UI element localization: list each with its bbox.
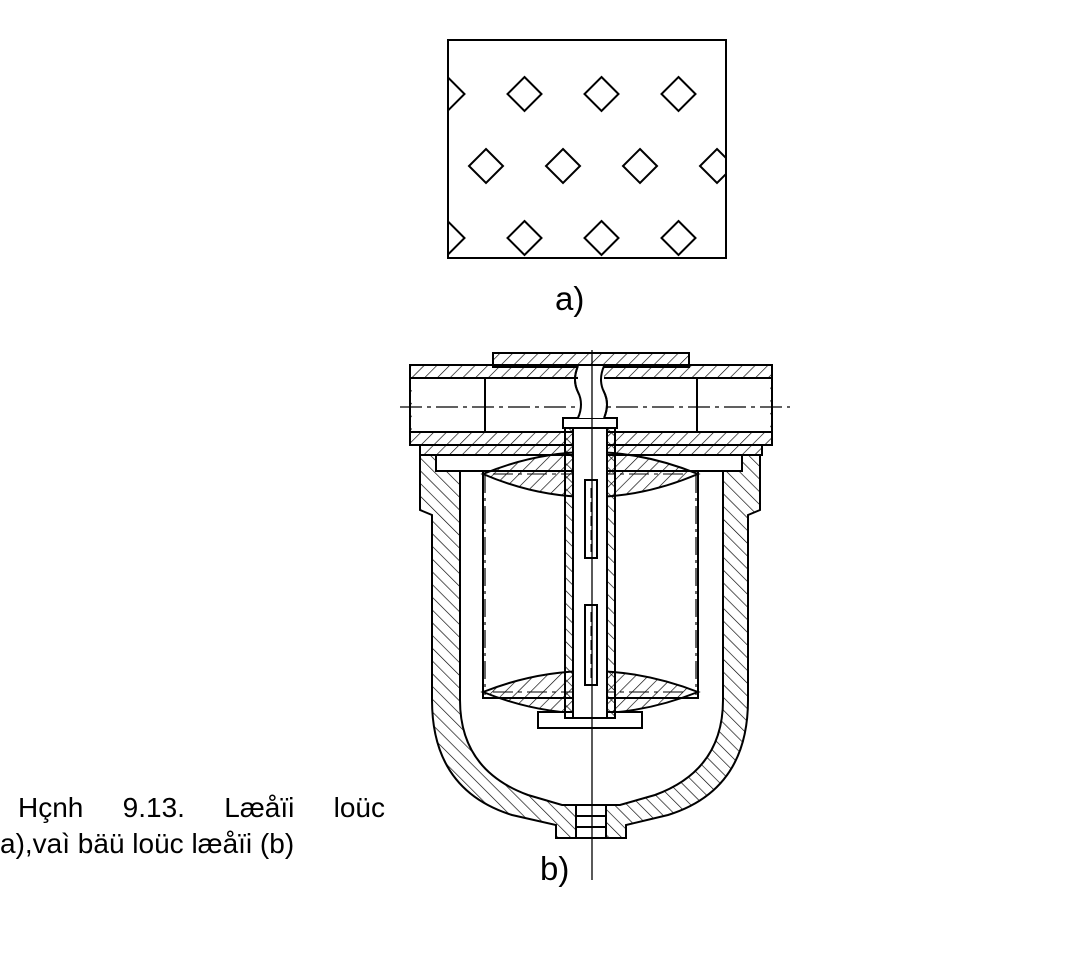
mesh-hole <box>639 40 641 41</box>
mesh-hole <box>467 147 505 185</box>
mesh-hole <box>392 149 426 183</box>
mesh-hole <box>716 40 718 41</box>
mesh-hole <box>739 221 773 255</box>
mesh-hole <box>893 77 927 111</box>
mesh-hole <box>506 219 543 257</box>
mesh-hole <box>816 77 850 111</box>
mesh-hole <box>854 293 888 327</box>
mesh-hole <box>583 219 620 257</box>
mesh-hole <box>660 75 697 113</box>
mesh-hole <box>562 40 564 41</box>
mesh-hole <box>700 293 734 327</box>
mesh-hole <box>506 75 543 113</box>
figure-caption: Hçnh 9.13. Læåïi loüc a),vaì bäü loüc læ… <box>0 790 385 862</box>
mesh-hole <box>469 293 503 327</box>
mesh-hole <box>660 219 697 257</box>
mesh-hole <box>816 221 850 255</box>
filter-assembly <box>400 350 790 880</box>
mesh-hole <box>544 147 582 185</box>
mesh-hole <box>485 40 487 41</box>
mesh-hole <box>623 293 657 327</box>
mesh-hole <box>777 5 811 39</box>
caption-line-2: a),vaì bäü loüc læåïi (b) <box>0 828 295 859</box>
mesh-hole <box>448 76 466 112</box>
mesh-hole <box>448 220 466 256</box>
mesh-hole <box>893 221 927 255</box>
label-b: b) <box>540 850 570 887</box>
caption-line-1: Hçnh 9.13. Læåïi loüc <box>18 792 385 823</box>
mesh-hole <box>698 147 726 185</box>
mesh-hole <box>777 149 811 183</box>
label-a: a) <box>555 280 585 317</box>
mesh-hole <box>777 293 811 327</box>
mesh-hole <box>854 5 888 39</box>
mesh-hole <box>392 5 426 39</box>
mesh-hole <box>739 77 773 111</box>
mesh-hole <box>621 147 659 185</box>
mesh-screen <box>392 5 927 327</box>
mesh-hole <box>392 293 426 327</box>
mesh-hole <box>854 149 888 183</box>
mesh-hole <box>583 75 620 113</box>
